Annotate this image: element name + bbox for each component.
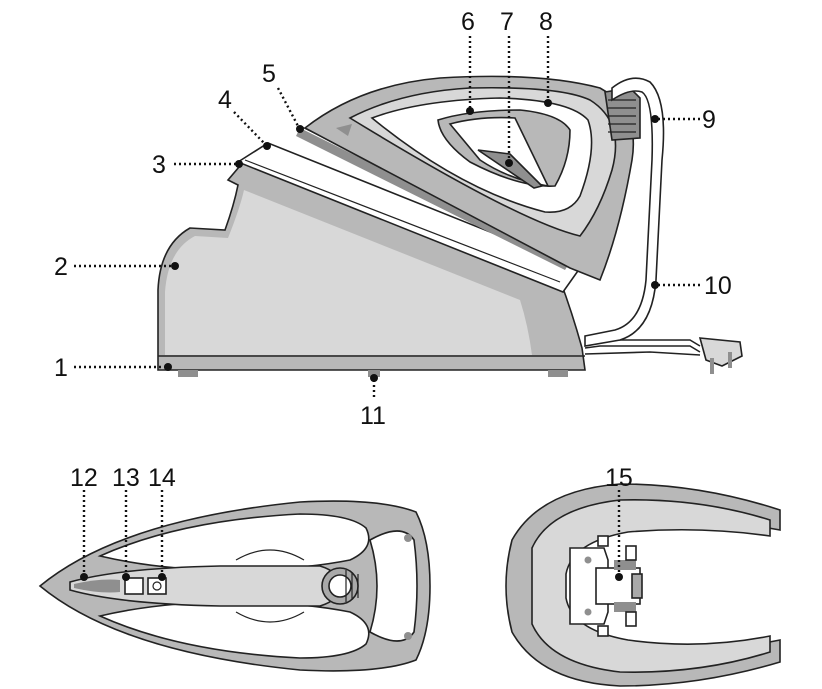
base-top-view-leaders: [615, 490, 623, 581]
power-cord-icon: [584, 337, 743, 374]
callout-10: 10: [704, 272, 732, 300]
hose-guide: [584, 77, 665, 347]
callout-8: 8: [539, 8, 553, 36]
callout-5: 5: [262, 60, 276, 88]
callout-7: 7: [500, 8, 514, 36]
callout-12: 12: [70, 464, 98, 492]
callout-4: 4: [218, 86, 232, 114]
iron-top-view-illustration: [38, 500, 431, 672]
callout-labels: 1 2 3 4 5 6 7 8 9 10 11 12 13 14 15: [54, 8, 732, 492]
callout-6: 6: [461, 8, 475, 36]
iron-top-view-leaders: [80, 490, 166, 581]
callout-2: 2: [54, 253, 68, 281]
callout-11: 11: [360, 402, 386, 430]
base-top-view-illustration: [505, 483, 781, 687]
callout-13: 13: [112, 464, 140, 492]
callout-15: 15: [605, 464, 633, 492]
callout-3: 3: [152, 151, 166, 179]
callout-14: 14: [148, 464, 176, 492]
callout-1: 1: [54, 354, 68, 382]
callout-9: 9: [702, 106, 716, 134]
side-view-leaders: [74, 36, 700, 400]
side-view-illustration: [157, 75, 743, 377]
